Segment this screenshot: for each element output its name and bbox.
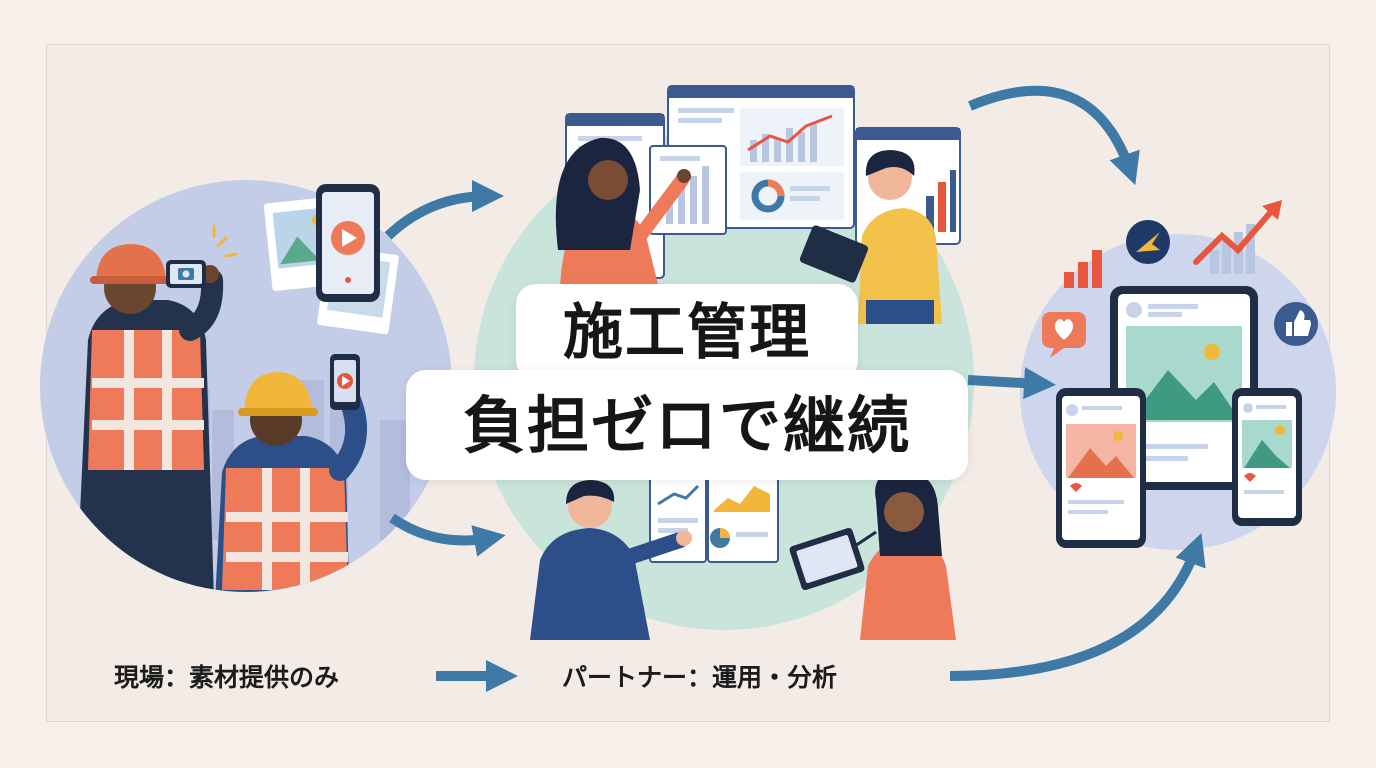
social-phone-right <box>1232 388 1302 526</box>
camera-icon <box>178 268 194 280</box>
worker-phone <box>330 354 360 410</box>
cursor-icon <box>1126 220 1170 264</box>
thumbs-up-icon <box>1274 302 1318 346</box>
worker-2 <box>214 372 367 592</box>
heart-icon <box>1042 312 1086 358</box>
arrow-site-to-partner-top <box>384 180 504 240</box>
trend-growth <box>1064 200 1282 288</box>
analyst-woman-bottom <box>789 470 956 640</box>
arrow-partner-to-social-bottom <box>949 532 1206 681</box>
chart-card <box>649 145 727 235</box>
analyst-man-top <box>799 150 942 324</box>
title-line-2-background <box>406 370 968 480</box>
site-scene <box>40 180 452 592</box>
social-tablet <box>1110 286 1258 490</box>
trend-up-icon <box>1193 203 1279 265</box>
worker-1 <box>76 244 224 592</box>
site-city-silhouette <box>76 244 410 592</box>
title-line-1-background <box>516 284 858 380</box>
social-phone-left <box>1056 388 1146 548</box>
title-line-2: 負担ゼロで継続 <box>462 389 911 462</box>
social-scene <box>1020 200 1336 550</box>
arrow-partner-to-social-top <box>968 85 1140 186</box>
trend-up-icon <box>747 114 833 152</box>
caption-site: 現場：素材提供のみ <box>114 663 340 692</box>
caption-partner: パートナー：運用・分析 <box>562 663 838 692</box>
arrow-site-to-partner-bottom <box>389 513 506 557</box>
flow-arrows <box>384 85 1206 693</box>
analyst-woman-top <box>555 137 691 292</box>
title-line-1: 施工管理 <box>563 298 811 368</box>
analyst-man-bottom <box>530 480 692 640</box>
captured-media <box>263 184 399 335</box>
arrow-partner-to-social-middle <box>967 367 1056 400</box>
camera-phone <box>166 224 238 288</box>
title-card: 施工管理 負担ゼロで継続 <box>406 284 968 486</box>
